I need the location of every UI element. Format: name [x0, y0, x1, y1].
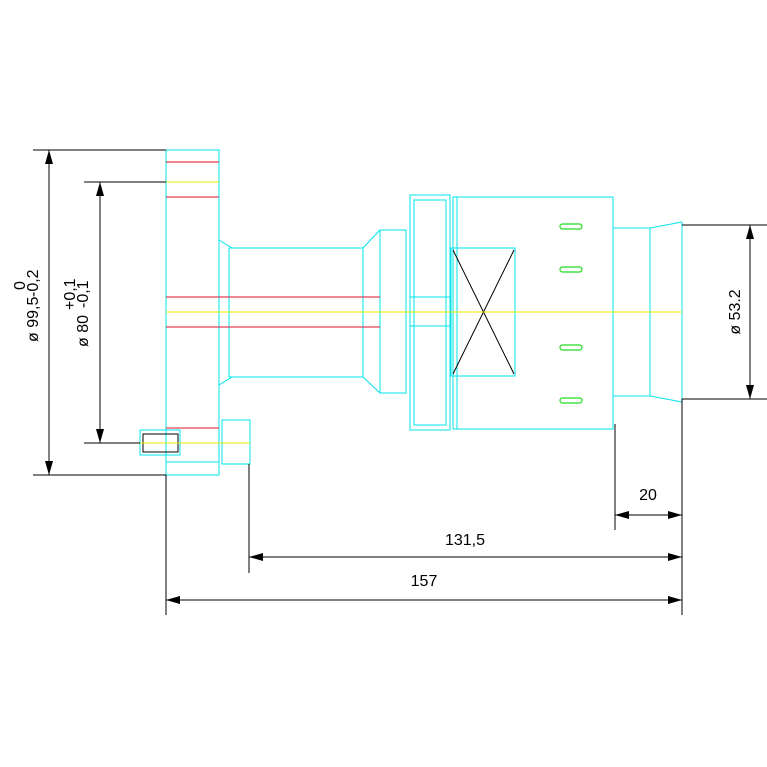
slot-1 [559, 223, 583, 230]
slot-4 [559, 397, 583, 404]
flange-diameter-tol-upper: 0 [12, 281, 29, 290]
hidden-lines [166, 161, 380, 429]
flange-diameter-main: ø 99,5 [25, 297, 42, 342]
slot-2 [559, 266, 583, 273]
pilot-diameter-label: ø 80 +0,1 -0,1 [62, 278, 92, 347]
overall-length-label: 157 [411, 573, 438, 590]
pilot-diameter-tol-upper: +0,1 [62, 278, 79, 310]
pin-head [221, 419, 251, 465]
slot-details [559, 223, 583, 404]
flange-diameter-label: ø 99,5 0 -0,2 [12, 269, 42, 342]
end-length-label: 20 [639, 487, 657, 504]
pilot-diameter-tol-lower: -0,1 [75, 280, 92, 308]
dimension-lines [33, 149, 767, 615]
main-body [452, 196, 614, 430]
flange-to-end-label: 131,5 [445, 532, 485, 549]
small-diameter-label: ø 53.2 [727, 289, 744, 334]
pilot-diameter-main: ø 80 [75, 315, 92, 347]
slot-3 [559, 344, 583, 351]
flange-diameter-tol-lower: -0,2 [25, 269, 42, 297]
center-lines [140, 181, 682, 444]
